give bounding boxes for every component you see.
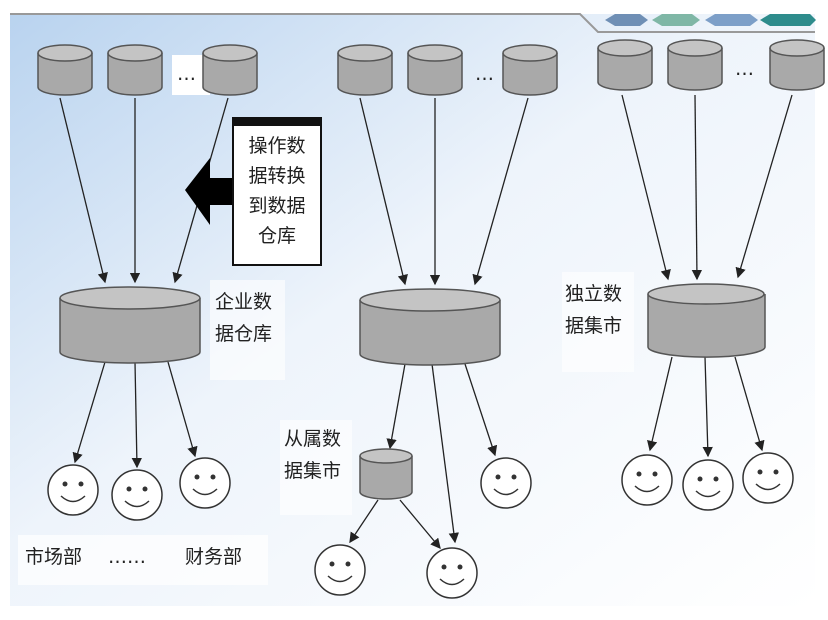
dept-finance-label: 财务部 xyxy=(185,546,242,568)
dept-marketing-label: 市场部 xyxy=(25,546,82,568)
user-face-icon xyxy=(314,544,366,596)
database-icon xyxy=(337,44,393,96)
database-icon xyxy=(769,39,825,91)
database-icon xyxy=(502,44,558,96)
user-face-icon xyxy=(111,469,163,521)
independent-mart-label: 据集市 xyxy=(565,315,622,337)
user-face-icon xyxy=(179,457,231,509)
independent-mart-label: 独立数 xyxy=(565,283,622,305)
database-icon xyxy=(107,44,163,96)
enterprise-data-warehouse-icon xyxy=(59,286,201,364)
source-ellipsis: … xyxy=(177,63,196,85)
warehouse-icon-2 xyxy=(359,288,501,366)
dependent-mart-label: 据集市 xyxy=(284,460,341,482)
dept-ellipsis-label: …… xyxy=(108,546,146,568)
source-ellipsis: … xyxy=(735,58,754,80)
user-face-icon xyxy=(621,454,673,506)
database-icon xyxy=(202,44,258,96)
enterprise-dw-label: 企业数 xyxy=(215,291,272,313)
dependent-data-mart-icon xyxy=(359,448,413,500)
database-icon xyxy=(407,44,463,96)
op-box-line: 到数据 xyxy=(248,195,305,217)
decorative-banner xyxy=(605,14,816,26)
source-databases-3: … xyxy=(597,39,825,91)
database-icon xyxy=(37,44,93,96)
user-face-icon xyxy=(47,464,99,516)
op-box-line: 操作数 xyxy=(248,135,305,157)
independent-data-mart-icon xyxy=(647,283,766,358)
user-face-icon xyxy=(682,459,734,511)
enterprise-dw-label: 据仓库 xyxy=(215,323,272,345)
slide-top-border xyxy=(10,13,815,33)
database-icon xyxy=(667,39,723,91)
operation-transform-box: 操作数 据转换 到数据 仓库 xyxy=(232,117,322,266)
op-box-line: 据转换 xyxy=(248,165,305,187)
source-databases-1: … xyxy=(37,44,258,96)
user-face-icon xyxy=(426,547,478,599)
op-box-line: 仓库 xyxy=(258,225,296,247)
user-face-icon xyxy=(480,457,532,509)
source-databases-2: … xyxy=(337,44,558,96)
database-icon xyxy=(597,39,653,91)
arrows xyxy=(59,94,793,549)
user-face-icon xyxy=(742,452,794,504)
left-arrow-icon xyxy=(185,158,240,225)
source-ellipsis: … xyxy=(475,63,494,85)
dependent-mart-label: 从属数 xyxy=(284,428,341,450)
